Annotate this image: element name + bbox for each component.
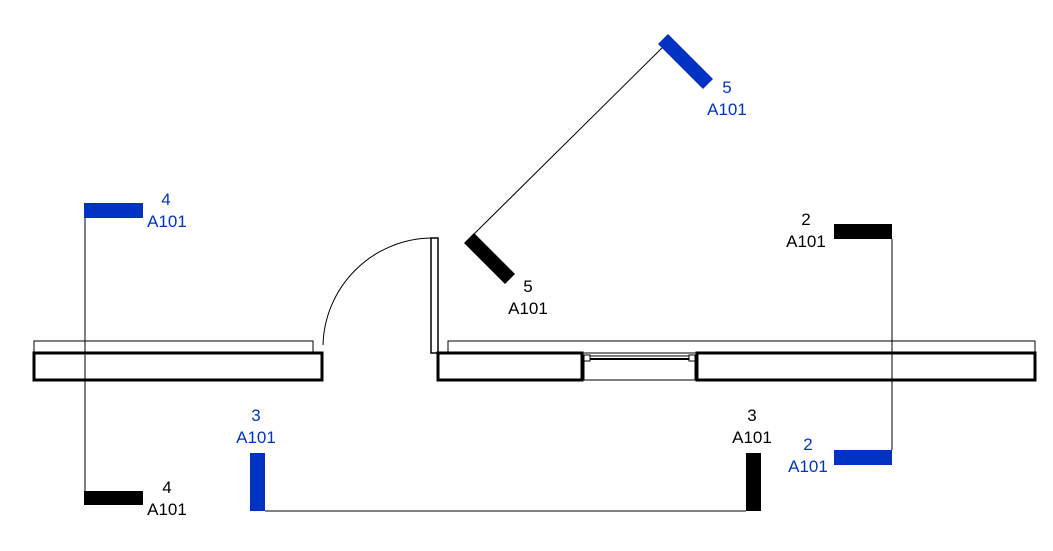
section-number: 5 — [722, 78, 731, 97]
section-5[interactable]: 5 A101 5 A101 — [464, 34, 747, 318]
sheet-number: A101 — [786, 232, 826, 251]
section-3[interactable]: 3 A101 3 A101 — [236, 406, 772, 512]
section-head-marker[interactable] — [250, 453, 265, 511]
section-tail-marker[interactable] — [84, 491, 143, 505]
sheet-number: A101 — [707, 100, 747, 119]
section-2[interactable]: 2 A101 2 A101 — [786, 210, 893, 476]
wall-right[interactable] — [436, 340, 1037, 382]
section-number: 3 — [251, 406, 260, 425]
sheet-number: A101 — [508, 299, 548, 318]
section-number: 2 — [803, 435, 812, 454]
window[interactable] — [583, 354, 696, 381]
sheet-number: A101 — [147, 500, 187, 519]
door[interactable] — [322, 237, 439, 354]
sheet-number: A101 — [788, 457, 828, 476]
sheet-number: A101 — [236, 428, 276, 447]
section-number: 5 — [523, 277, 532, 296]
section-number: 3 — [747, 406, 756, 425]
section-4[interactable]: 4 A101 4 A101 — [84, 190, 187, 519]
section-number: 2 — [801, 210, 810, 229]
section-tail-marker[interactable] — [464, 233, 515, 284]
section-tail-marker[interactable] — [746, 453, 761, 511]
section-head-marker[interactable] — [834, 450, 892, 465]
wall-left[interactable] — [32, 340, 324, 382]
sheet-number: A101 — [732, 428, 772, 447]
section-number: 4 — [162, 478, 171, 497]
section-number: 4 — [161, 190, 170, 209]
door-swing-arc — [322, 237, 432, 346]
section-head-marker[interactable] — [658, 34, 713, 89]
section-line — [469, 39, 671, 239]
sheet-number: A101 — [147, 212, 187, 231]
section-head-marker[interactable] — [84, 203, 143, 218]
section-tail-marker[interactable] — [834, 224, 892, 239]
